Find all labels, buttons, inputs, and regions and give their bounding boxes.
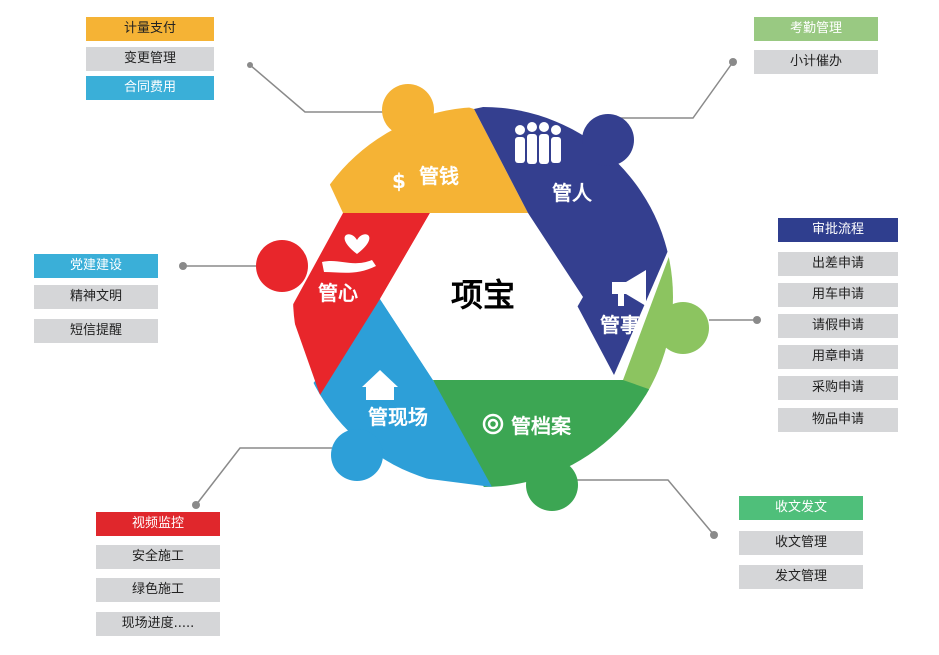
label-box: 绿色施工 bbox=[96, 578, 220, 602]
segment-label-people: 管人 bbox=[552, 181, 593, 205]
segment-affairs bbox=[536, 200, 673, 400]
dot-heart bbox=[256, 240, 308, 292]
dot-people bbox=[582, 114, 634, 166]
label-box: 短信提醒 bbox=[34, 319, 158, 343]
dot-site bbox=[331, 429, 383, 481]
label-box: 精神文明 bbox=[34, 285, 158, 309]
label-box: 出差申请 bbox=[778, 252, 898, 276]
segment-label-affairs: 管事 bbox=[600, 313, 640, 337]
label-box: 考勤管理 bbox=[754, 17, 878, 41]
megaphone-icon bbox=[612, 270, 646, 306]
label-box: 党建建设 bbox=[34, 254, 158, 278]
label-box: 发文管理 bbox=[739, 565, 863, 589]
label-box: 现场进度..... bbox=[96, 612, 220, 636]
dot-affairs bbox=[657, 302, 709, 354]
label-box: 变更管理 bbox=[86, 47, 214, 71]
segment-label-site: 管现场 bbox=[368, 405, 428, 429]
connector-site bbox=[195, 447, 332, 506]
connector-lines bbox=[179, 58, 761, 539]
gear-icon bbox=[482, 413, 504, 435]
house-icon bbox=[362, 370, 398, 400]
label-box: 收文发文 bbox=[739, 496, 863, 520]
center-hexagon bbox=[380, 213, 583, 380]
label-box: 合同费用 bbox=[86, 76, 214, 100]
dot-money bbox=[382, 84, 434, 136]
segment-label-archives: 管档案 bbox=[511, 414, 572, 438]
label-box: 收文管理 bbox=[739, 531, 863, 555]
segment-heart bbox=[293, 213, 430, 395]
center-title: 项宝 bbox=[451, 276, 515, 314]
segment-label-money: 管钱 bbox=[419, 164, 459, 188]
label-box: 计量支付 bbox=[86, 17, 214, 41]
label-box: 用车申请 bbox=[778, 283, 898, 307]
label-box: 物品申请 bbox=[778, 408, 898, 432]
label-box: 用章申请 bbox=[778, 345, 898, 369]
label-box: 审批流程 bbox=[778, 218, 898, 242]
label-box: 视频监控 bbox=[96, 512, 220, 536]
connector-money bbox=[249, 64, 390, 113]
label-box: 小计催办 bbox=[754, 50, 878, 74]
dollar-icon: $ bbox=[392, 169, 406, 193]
connector-people bbox=[608, 61, 734, 119]
dot-archives bbox=[526, 459, 578, 511]
segment-label-heart: 管心 bbox=[318, 281, 358, 305]
label-box: 请假申请 bbox=[778, 314, 898, 338]
label-box: 采购申请 bbox=[778, 376, 898, 400]
heart-hand-icon bbox=[322, 234, 376, 273]
connector-archives bbox=[575, 479, 715, 536]
segment-archives bbox=[433, 380, 673, 487]
people-icon bbox=[515, 122, 561, 164]
label-box: 安全施工 bbox=[96, 545, 220, 569]
